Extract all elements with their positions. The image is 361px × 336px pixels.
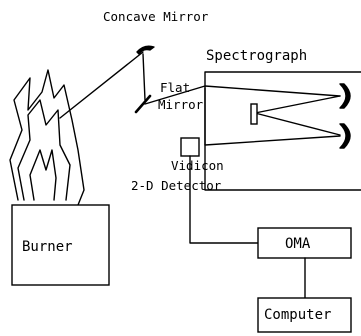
oma-label: OMA	[285, 236, 311, 252]
beam-concave-to-flat	[142, 53, 146, 101]
burner-box	[11, 204, 110, 286]
burner-label: Burner	[22, 239, 73, 255]
concave-mirror	[136, 45, 155, 55]
concave-mirror-label: Concave Mirror	[103, 9, 209, 24]
flat-mirror-label-line2: Mirror	[158, 97, 204, 112]
vidicon-box	[180, 137, 200, 157]
beam-flame-to-concave	[59, 51, 144, 119]
spectrograph-mirror-top	[339, 83, 351, 109]
beam-flat-to-spectrograph	[144, 85, 206, 105]
flat-mirror-label-line1: Flat	[160, 80, 190, 95]
computer-box	[257, 297, 352, 333]
spectrograph-enclosure	[204, 71, 361, 191]
cable-detector-to-oma	[189, 155, 259, 244]
flat-mirror	[134, 94, 152, 114]
spectrograph-beams	[204, 85, 341, 146]
vidicon-label: Vidicon	[171, 158, 224, 173]
detector-label: 2-D Detector	[131, 178, 222, 193]
flame	[9, 69, 85, 206]
oma-box	[257, 227, 352, 259]
grating	[250, 103, 258, 125]
spectrograph-label: Spectrograph	[206, 48, 307, 64]
spectrograph-mirror-bottom	[339, 123, 351, 149]
computer-label: Computer	[264, 307, 331, 323]
